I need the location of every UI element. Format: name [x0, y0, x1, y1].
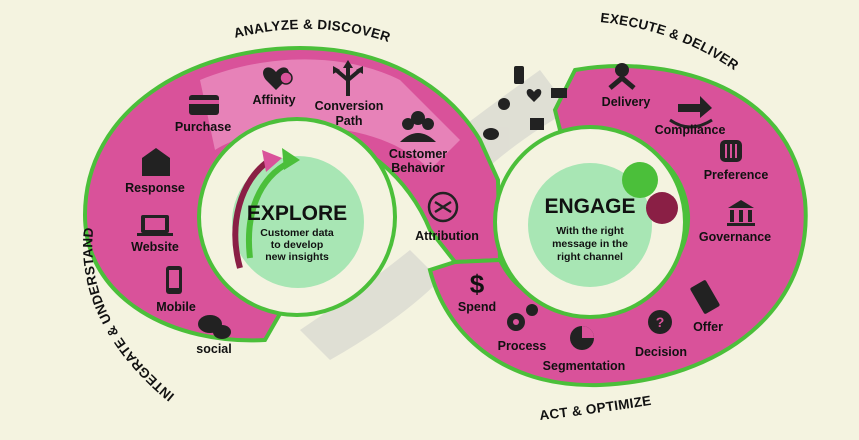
chat-icon: [483, 128, 499, 140]
customer-behavior-item: Customer Behavior: [389, 111, 447, 175]
explore-circle: [232, 156, 364, 288]
phone-icon: [514, 66, 524, 84]
spend-item: $ Spend: [458, 269, 496, 314]
engage-line3: right channel: [557, 251, 623, 263]
engage-line2: message in the: [552, 238, 628, 250]
social-item: social: [196, 315, 232, 356]
delivery-label: Delivery: [602, 95, 651, 109]
left-lobe: [82, 45, 503, 343]
maroon-dot: [646, 192, 678, 224]
social-label: social: [196, 342, 231, 356]
offer-tag-icon: [690, 280, 720, 314]
explore-line3: new insights: [265, 251, 329, 263]
purchase-item: Purchase: [175, 95, 231, 134]
response-item: Response: [125, 148, 185, 195]
bank-icon: [728, 200, 754, 208]
offer-item: Offer: [690, 280, 723, 334]
decision-item: ? Decision: [635, 310, 687, 359]
dollar-icon: $: [470, 269, 485, 299]
compliance-label: Compliance: [655, 123, 726, 137]
segmentation-item: Segmentation: [543, 326, 626, 373]
explore-title: EXPLORE: [247, 202, 347, 225]
conversion-path-item: Conversion Path: [315, 60, 384, 128]
preference-label: Preference: [704, 168, 769, 182]
governance-label: Governance: [699, 230, 771, 244]
behavior-label-1: Customer: [389, 147, 447, 161]
process-label: Process: [498, 339, 547, 353]
conversion-label-2: Path: [335, 114, 362, 128]
preference-item: Preference: [704, 140, 769, 182]
people-icon: [498, 98, 510, 110]
engage-circle: [528, 163, 652, 287]
engage-title: ENGAGE: [544, 195, 635, 218]
mobile-item: Mobile: [156, 266, 196, 314]
spend-label: Spend: [458, 300, 496, 314]
mobile-label: Mobile: [156, 300, 196, 314]
handshake-icon: [615, 63, 629, 77]
website-label: Website: [131, 240, 179, 254]
customers-icon: [411, 111, 425, 125]
governance-item: Governance: [699, 200, 771, 244]
process-item: Process: [498, 304, 547, 353]
website-item: Website: [131, 215, 179, 254]
explore-arrows-icon: [232, 148, 300, 269]
compliance-item: Compliance: [655, 96, 726, 137]
laptop-small-icon: [551, 88, 567, 98]
envelope-open-icon: [142, 148, 170, 176]
attribution-label: Attribution: [415, 229, 479, 243]
segmentation-label: Segmentation: [543, 359, 626, 373]
split-arrows-icon: [334, 66, 362, 96]
behavior-label-2: Behavior: [391, 161, 445, 175]
decision-label: Decision: [635, 345, 687, 359]
engage-line1: With the right: [556, 225, 624, 237]
shuffle-icon: [427, 191, 459, 223]
mail-icon: [530, 118, 544, 130]
offer-label: Offer: [693, 320, 723, 334]
purchase-label: Purchase: [175, 120, 231, 134]
conversion-label-1: Conversion: [315, 99, 384, 113]
affinity-item: Affinity: [252, 67, 296, 107]
attribution-item: Attribution: [415, 191, 479, 243]
green-dot: [622, 162, 658, 198]
delivery-item: Delivery: [602, 63, 651, 109]
svg-text:?: ?: [656, 314, 665, 330]
explore-line2: to develop: [271, 239, 324, 251]
question-icon: [648, 310, 672, 334]
tube-icons: [483, 66, 567, 140]
heart-icon: [526, 89, 542, 102]
response-label: Response: [125, 181, 185, 195]
exchange-icon: [678, 96, 712, 118]
affinity-label: Affinity: [252, 93, 295, 107]
credit-card-icon: [189, 95, 219, 115]
explore-line1: Customer data: [260, 227, 334, 239]
